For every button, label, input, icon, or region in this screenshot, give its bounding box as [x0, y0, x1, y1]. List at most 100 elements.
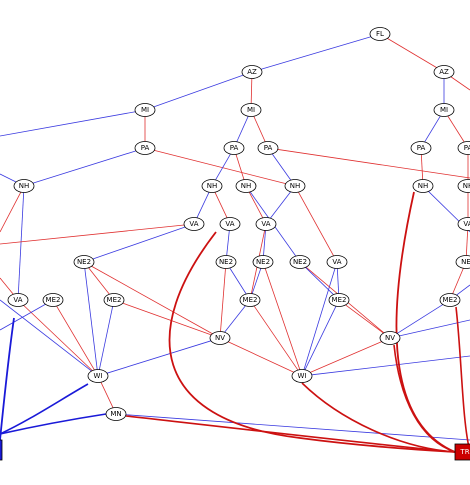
node-nv1[interactable]: NV: [209, 331, 231, 345]
terminal-blue[interactable]: [0, 439, 3, 461]
node-shape: [241, 65, 263, 79]
edge-mn-offpage-blue: [125, 414, 470, 441]
edge-az2-offpage-red: [450, 76, 470, 91]
node-shape: [326, 255, 348, 269]
node-pa5[interactable]: PA: [457, 141, 470, 155]
node-ne5[interactable]: NE: [455, 255, 470, 269]
node-va2[interactable]: VA: [219, 217, 241, 231]
edge-fl-az2-red: [387, 38, 437, 68]
edge-ne5-me5-red: [452, 268, 464, 294]
edge-ne1-me2-red: [88, 267, 110, 295]
edge-pa1-nh4-red: [154, 149, 286, 185]
node-fl[interactable]: FL: [369, 27, 391, 41]
node-label: NE2: [293, 258, 307, 266]
node-pa4[interactable]: PA: [410, 141, 432, 155]
node-nv2[interactable]: NV: [379, 331, 401, 345]
node-shape: [455, 255, 470, 269]
node-shape: [13, 179, 35, 193]
node-me2[interactable]: ME2: [103, 293, 125, 307]
node-nh4[interactable]: NH: [284, 179, 306, 193]
node-shape: [410, 141, 432, 155]
node-nh6[interactable]: NH: [457, 179, 470, 193]
node-label: VA: [225, 220, 234, 228]
node-me5[interactable]: ME2: [439, 293, 461, 307]
node-label: NV: [385, 334, 395, 342]
node-label: AZ: [247, 68, 257, 76]
node-va5[interactable]: VA: [457, 217, 470, 231]
node-me1[interactable]: ME2: [42, 293, 64, 307]
node-shape: [240, 103, 262, 117]
node-label: MI: [247, 106, 255, 114]
edge-nv1-wi2-red: [227, 341, 295, 373]
node-label: WI: [94, 372, 103, 380]
node-label: MN: [110, 410, 121, 418]
edge-wi1-mn-red: [100, 382, 114, 408]
node-ne4[interactable]: NE2: [289, 255, 311, 269]
node-ne1[interactable]: NE2: [73, 255, 95, 269]
node-pa2[interactable]: PA: [223, 141, 245, 155]
node-label: VA: [463, 220, 470, 228]
edges-layer: [0, 36, 470, 453]
node-shape: [457, 217, 470, 231]
node-shape: [134, 103, 156, 117]
node-shape: [328, 293, 350, 307]
edge-va1-ne1-blue: [92, 226, 186, 260]
node-mi3[interactable]: MI: [433, 103, 455, 117]
node-label: NH: [418, 182, 429, 190]
node-shape: [289, 255, 311, 269]
terminal-red-box: [454, 443, 470, 461]
edge-ne2-me3-blue: [229, 267, 247, 295]
node-me4[interactable]: ME2: [328, 293, 350, 307]
node-nh5[interactable]: NH: [412, 179, 434, 193]
node-wi2[interactable]: WI: [291, 369, 313, 383]
node-shape: [73, 255, 95, 269]
node-mi2[interactable]: MI: [240, 103, 262, 117]
node-label: PA: [230, 144, 239, 152]
edge-pa3-nh4-blue: [271, 153, 292, 181]
node-az2[interactable]: AZ: [433, 65, 455, 79]
node-shape: [105, 407, 127, 421]
edge-va3-ne3-blue: [263, 230, 266, 256]
terminals-layer: TR: [0, 439, 470, 461]
node-shape: [183, 217, 205, 231]
node-va1[interactable]: VA: [183, 217, 205, 231]
node-va6[interactable]: VA: [7, 293, 29, 307]
node-label: AZ: [439, 68, 449, 76]
node-shape: [457, 141, 470, 155]
node-shape: [209, 331, 231, 345]
node-label: PA: [464, 144, 470, 152]
node-shape: [284, 179, 306, 193]
node-wi1[interactable]: WI: [87, 369, 109, 383]
node-shape: [42, 293, 64, 307]
edge-pa2-nh3-red: [235, 154, 245, 180]
node-mn[interactable]: MN: [105, 407, 127, 421]
node-label: NH: [19, 182, 30, 190]
node-nh2[interactable]: NH: [201, 179, 223, 193]
node-az1[interactable]: AZ: [241, 65, 263, 79]
edge-wi1-offpage-blue: [0, 299, 92, 372]
node-shape: [134, 141, 156, 155]
terminal-edge-3: [393, 344, 456, 453]
edge-fl-az1-blue: [260, 36, 372, 70]
node-va4[interactable]: VA: [326, 255, 348, 269]
node-shape: [457, 179, 470, 193]
node-pa3[interactable]: PA: [257, 141, 279, 155]
node-mi1[interactable]: MI: [134, 103, 156, 117]
edge-nv2-wi2-red: [310, 341, 382, 373]
edge-mi3-pa5-red: [447, 115, 465, 143]
node-ne2[interactable]: NE2: [215, 255, 237, 269]
node-me3[interactable]: ME2: [239, 293, 261, 307]
edge-mi1-offpage-blue: [0, 111, 136, 137]
node-label: ME2: [443, 296, 458, 304]
node-va3[interactable]: VA: [255, 217, 277, 231]
node-nh1[interactable]: NH: [13, 179, 35, 193]
edge-va2-ne2-blue: [226, 230, 230, 256]
terminal-red[interactable]: TR: [454, 443, 470, 461]
node-label: ME2: [332, 296, 347, 304]
node-nh3[interactable]: NH: [235, 179, 257, 193]
edge-mi2-pa3-red: [253, 116, 266, 142]
edge-nh2-va2-red: [214, 192, 228, 218]
edge-az1-mi2-red: [250, 78, 253, 104]
node-ne3[interactable]: NE2: [252, 255, 274, 269]
node-pa1[interactable]: PA: [134, 141, 156, 155]
